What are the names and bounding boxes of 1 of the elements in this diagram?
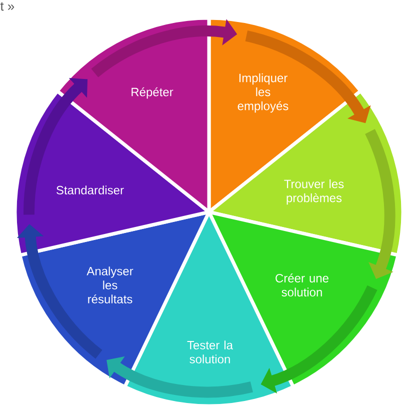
cut-text: t » bbox=[0, 2, 14, 11]
